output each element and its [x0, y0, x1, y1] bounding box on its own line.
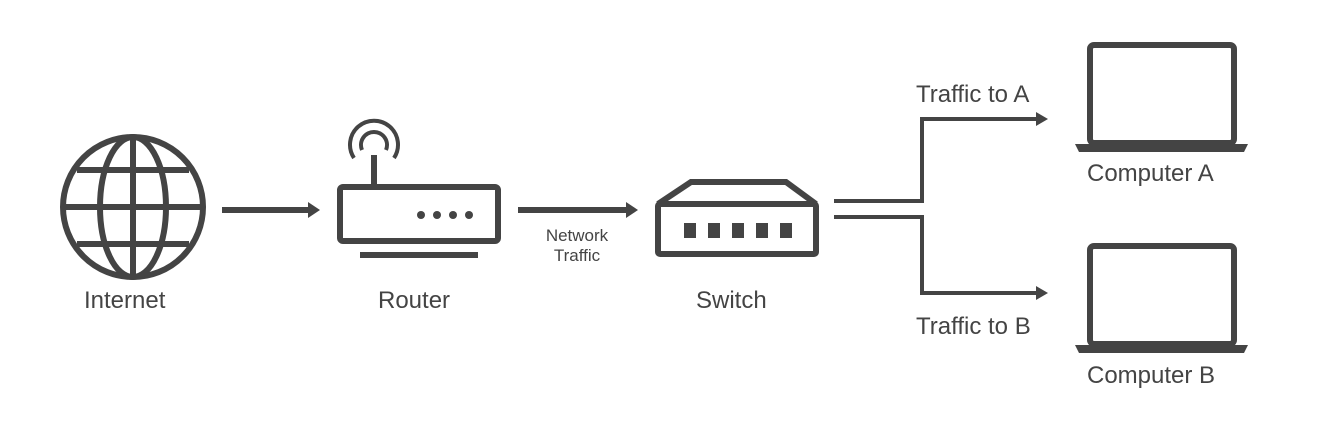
traffic-to-a-label: Traffic to A	[916, 81, 1030, 108]
network-traffic-line-2: Traffic	[553, 246, 601, 265]
arrow-internet-to-router	[222, 202, 320, 218]
computer-a-label: Computer A	[1087, 160, 1214, 187]
traffic-to-b-label: Traffic to B	[916, 313, 1031, 340]
router-label: Router	[378, 287, 451, 314]
switch-label: Switch	[696, 287, 767, 314]
laptop-b-icon	[1075, 243, 1248, 353]
router-icon	[337, 118, 501, 258]
internet-label: Internet	[84, 287, 166, 314]
network-traffic-label: Network Traffic	[532, 226, 622, 266]
arrow-router-to-switch	[518, 202, 638, 218]
computer-b-label: Computer B	[1087, 362, 1216, 389]
laptop-a-icon	[1075, 42, 1248, 152]
globe-icon	[60, 134, 206, 280]
switch-icon	[655, 179, 819, 257]
arrow-switch-to-computer-a	[834, 112, 1048, 203]
arrow-switch-to-computer-b	[834, 215, 1048, 300]
network-traffic-line-1: Network	[545, 226, 609, 245]
